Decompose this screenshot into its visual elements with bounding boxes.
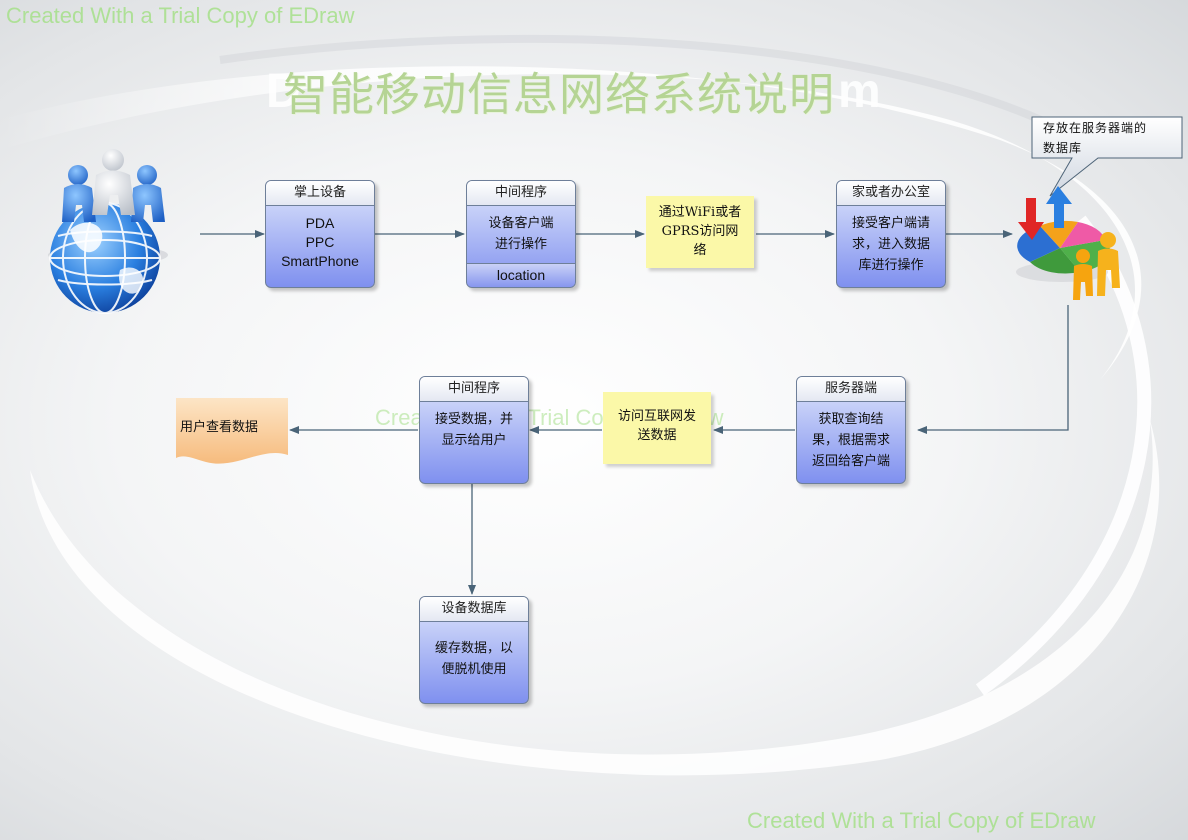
note-line: GPRS访问网 — [661, 224, 739, 239]
node-footer-location: location — [467, 263, 575, 287]
note-wifi-access[interactable]: 通过WiFi或者 GPRS访问网 络 — [646, 196, 754, 268]
title-shadow-left: D — [266, 65, 301, 118]
node-line: 库进行操作 — [858, 258, 924, 273]
note-line: 络 — [693, 243, 707, 258]
node-middleware-bottom[interactable]: 中间程序 接受数据，并 显示给用户 — [419, 376, 529, 484]
note-line: 送数据 — [637, 428, 677, 443]
node-header: 家或者办公室 — [837, 181, 945, 206]
node-line: PPC — [305, 234, 335, 250]
note-internet-send[interactable]: 访问互联网发 送数据 — [603, 392, 711, 464]
node-server[interactable]: 服务器端 获取查询结 果，根据需求 返回给客户端 — [796, 376, 906, 484]
note-line: 访问互联网发 — [617, 409, 696, 424]
node-device-database[interactable]: 设备数据库 缓存数据，以 便脱机使用 — [419, 596, 529, 704]
people-on-globe-icon — [48, 149, 168, 314]
document-user-view[interactable]: 用户查看数据 — [180, 420, 259, 435]
node-line: 设备客户端 — [488, 216, 554, 231]
node-line: 进行操作 — [494, 237, 547, 252]
callout-text: 存放在服务器端的 数据库 — [1043, 118, 1183, 158]
node-line: 缓存数据，以 — [434, 641, 513, 656]
diagram-title: 智能移动信息网络系统说明 — [283, 68, 836, 121]
watermark-top: Created With a Trial Copy of EDraw — [6, 3, 355, 28]
node-line: 接受客户端请 — [851, 216, 930, 231]
node-line: 返回给客户端 — [811, 454, 890, 469]
node-body: 接受客户端请 求，进入数据 库进行操作 — [837, 206, 945, 276]
node-line: SmartPhone — [281, 253, 359, 269]
node-header: 中间程序 — [420, 377, 528, 402]
arrow-database-to-server — [917, 305, 1069, 434]
node-body: 缓存数据，以 便脱机使用 — [420, 622, 528, 680]
node-middleware-top[interactable]: 中间程序 设备客户端 进行操作 location — [466, 180, 576, 288]
note-line: 通过WiFi或者 — [658, 205, 742, 220]
node-header: 掌上设备 — [266, 181, 374, 206]
node-handheld-devices[interactable]: 掌上设备 PDA PPC SmartPhone — [265, 180, 375, 288]
node-line: 显示给用户 — [441, 433, 507, 448]
node-line: 便脱机使用 — [441, 662, 507, 677]
node-body: 设备客户端 进行操作 — [467, 206, 575, 255]
node-body: 获取查询结 果，根据需求 返回给客户端 — [797, 402, 905, 472]
node-line: 果，根据需求 — [811, 433, 890, 448]
node-header: 设备数据库 — [420, 597, 528, 622]
watermark-bottom: Created With a Trial Copy of EDraw — [747, 808, 1096, 833]
node-line: PDA — [305, 215, 335, 231]
callout-line: 存放在服务器端的 — [1043, 121, 1148, 135]
title-shadow-right: m — [838, 65, 881, 118]
node-header: 中间程序 — [467, 181, 575, 206]
node-header: 服务器端 — [797, 377, 905, 402]
node-line: 获取查询结 — [818, 412, 884, 427]
callout-line: 数据库 — [1043, 141, 1083, 155]
node-body: 接受数据，并 显示给用户 — [420, 402, 528, 451]
node-home-office[interactable]: 家或者办公室 接受客户端请 求，进入数据 库进行操作 — [836, 180, 946, 288]
node-line: 求，进入数据 — [851, 237, 930, 252]
node-body: PDA PPC SmartPhone — [266, 206, 374, 271]
node-line: 接受数据，并 — [434, 412, 513, 427]
